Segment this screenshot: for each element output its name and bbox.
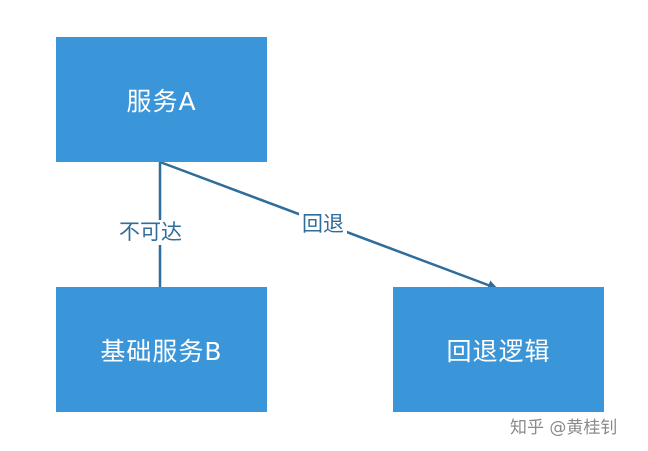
watermark: 知乎 @黄桂钊: [510, 418, 618, 438]
edge-label-unreachable: 不可达: [116, 220, 185, 245]
node-base-service-b-label: 基础服务B: [100, 336, 223, 366]
node-fallback-logic: 回退逻辑: [393, 287, 604, 412]
node-service-a-label: 服务A: [126, 86, 197, 116]
node-fallback-logic-label: 回退逻辑: [446, 336, 551, 366]
node-service-a: 服务A: [56, 37, 267, 162]
edge-label-fallback: 回退: [299, 212, 347, 237]
node-base-service-b: 基础服务B: [56, 287, 267, 412]
